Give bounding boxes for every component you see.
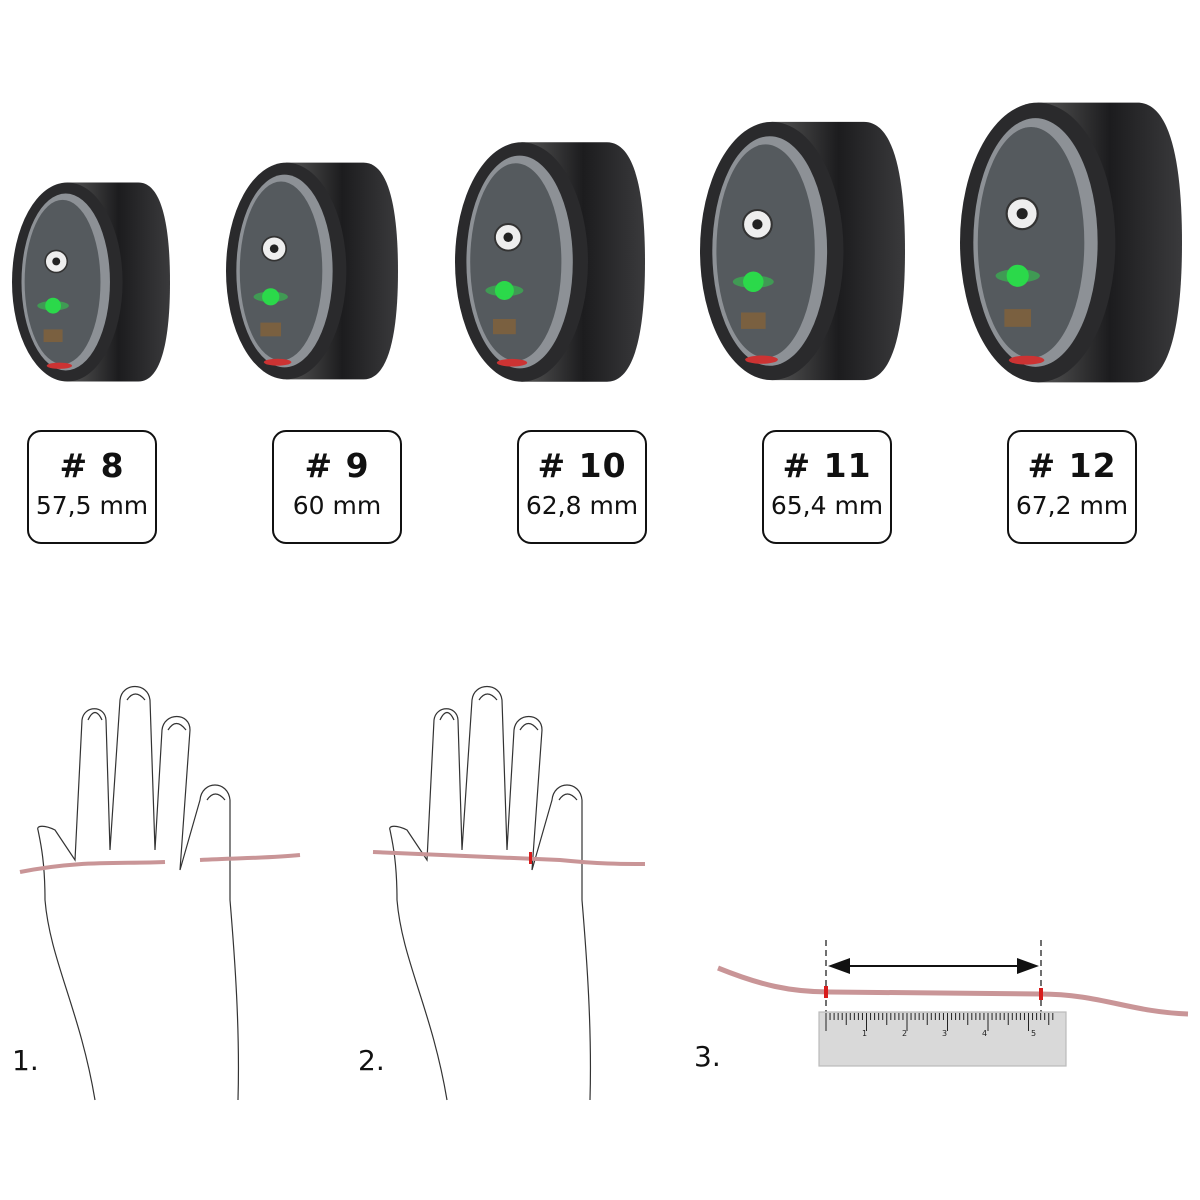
ruler-tick-label: 5	[1031, 1029, 1036, 1038]
size-circumference: 62,8 mm	[525, 491, 639, 520]
size-label-8: # 8 57,5 mm	[27, 430, 157, 544]
size-circumference: 60 mm	[292, 491, 382, 520]
size-number: # 12	[1027, 446, 1117, 485]
measure-arrow	[828, 958, 1039, 974]
string-mark-left	[824, 986, 828, 998]
size-number: # 8	[59, 446, 125, 485]
string-mark-right	[1039, 988, 1043, 1000]
string-3	[717, 965, 1189, 1017]
hand-illustration-1	[37, 685, 240, 1101]
ruler	[818, 1011, 1067, 1067]
string-mark-2	[529, 852, 532, 864]
ring-size-11	[700, 121, 905, 381]
size-circumference: 65,4 mm	[770, 491, 884, 520]
step-1-label: 1.	[12, 1044, 39, 1077]
ruler-ticks	[825, 1013, 1054, 1031]
ring-size-9	[226, 162, 398, 380]
ruler-tick-label: 1	[862, 1029, 867, 1038]
string-1	[19, 853, 301, 874]
size-label-12: # 12 67,2 mm	[1007, 430, 1137, 544]
step-3-label: 3.	[694, 1040, 721, 1073]
ring-size-10	[455, 142, 645, 382]
hand-illustration-2	[389, 685, 592, 1101]
ruler-labels: 1 2 3 4 5	[862, 1029, 1036, 1038]
size-label-10: # 10 62,8 mm	[517, 430, 647, 544]
size-number: # 9	[304, 446, 370, 485]
size-number: # 10	[537, 446, 627, 485]
ring-size-12	[960, 102, 1182, 383]
size-circumference: 57,5 mm	[35, 491, 149, 520]
size-label-9: # 9 60 mm	[272, 430, 402, 544]
ruler-tick-label: 3	[942, 1029, 947, 1038]
size-label-11: # 11 65,4 mm	[762, 430, 892, 544]
string-2	[372, 850, 646, 866]
step-2-label: 2.	[358, 1044, 385, 1077]
ruler-tick-label: 2	[902, 1029, 907, 1038]
size-circumference: 67,2 mm	[1015, 491, 1129, 520]
ruler-tick-label: 4	[982, 1029, 987, 1038]
ring-size-8	[12, 182, 170, 382]
size-number: # 11	[782, 446, 872, 485]
